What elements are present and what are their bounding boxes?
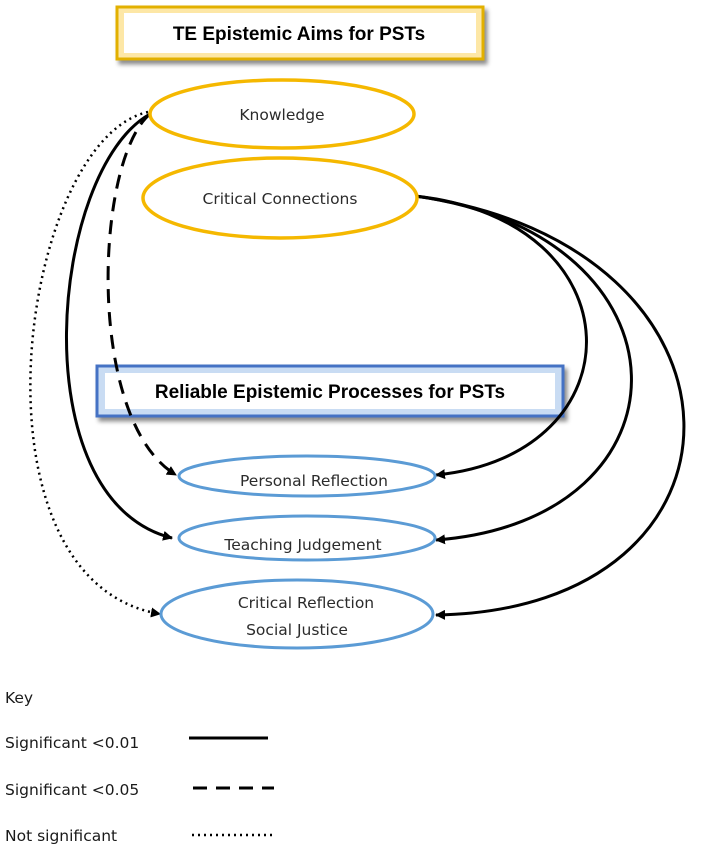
arrow-connections-to-teaching-judgement [414,194,633,545]
critical-reflection-label-line1: Critical Reflection [238,594,374,612]
aims-title: TE Epistemic Aims for PSTs [173,24,425,45]
aims-title-box: TE Epistemic Aims for PSTs [115,5,485,61]
knowledge-label: Knowledge [239,106,324,124]
arrow-connections-to-personal-reflection [414,194,588,480]
node-personal-reflection: Personal Reflection [177,454,437,498]
processes-title: Reliable Epistemic Processes for PSTs [155,382,505,403]
legend-heading: Key [5,689,33,707]
teaching-judgement-label: Teaching Judgement [223,536,381,554]
legend-label-not-significant: Not significant [5,827,117,845]
processes-title-box: Reliable Epistemic Processes for PSTs [95,364,565,418]
node-critical-reflection-social-justice: Critical Reflection Social Justice [159,578,435,650]
arrow-knowledge-to-teaching-judgement [65,112,173,541]
legend-label-significant-001: Significant <0.01 [5,734,139,752]
arrow-knowledge-to-critical-reflection [29,110,161,618]
connector-arrows [29,110,686,620]
arrow-connections-to-critical-reflection [414,194,686,620]
arrow-knowledge-to-personal-reflection [106,112,177,477]
legend-label-significant-005: Significant <0.05 [5,781,139,799]
legend: Key Significant <0.01 Significant <0.05 … [5,689,274,845]
critical-connections-label: Critical Connections [203,190,358,208]
node-teaching-judgement: Teaching Judgement [177,514,437,562]
node-critical-connections: Critical Connections [141,156,419,240]
personal-reflection-label: Personal Reflection [240,472,388,490]
node-knowledge: Knowledge [148,78,416,150]
critical-reflection-label-line2: Social Justice [246,621,348,639]
